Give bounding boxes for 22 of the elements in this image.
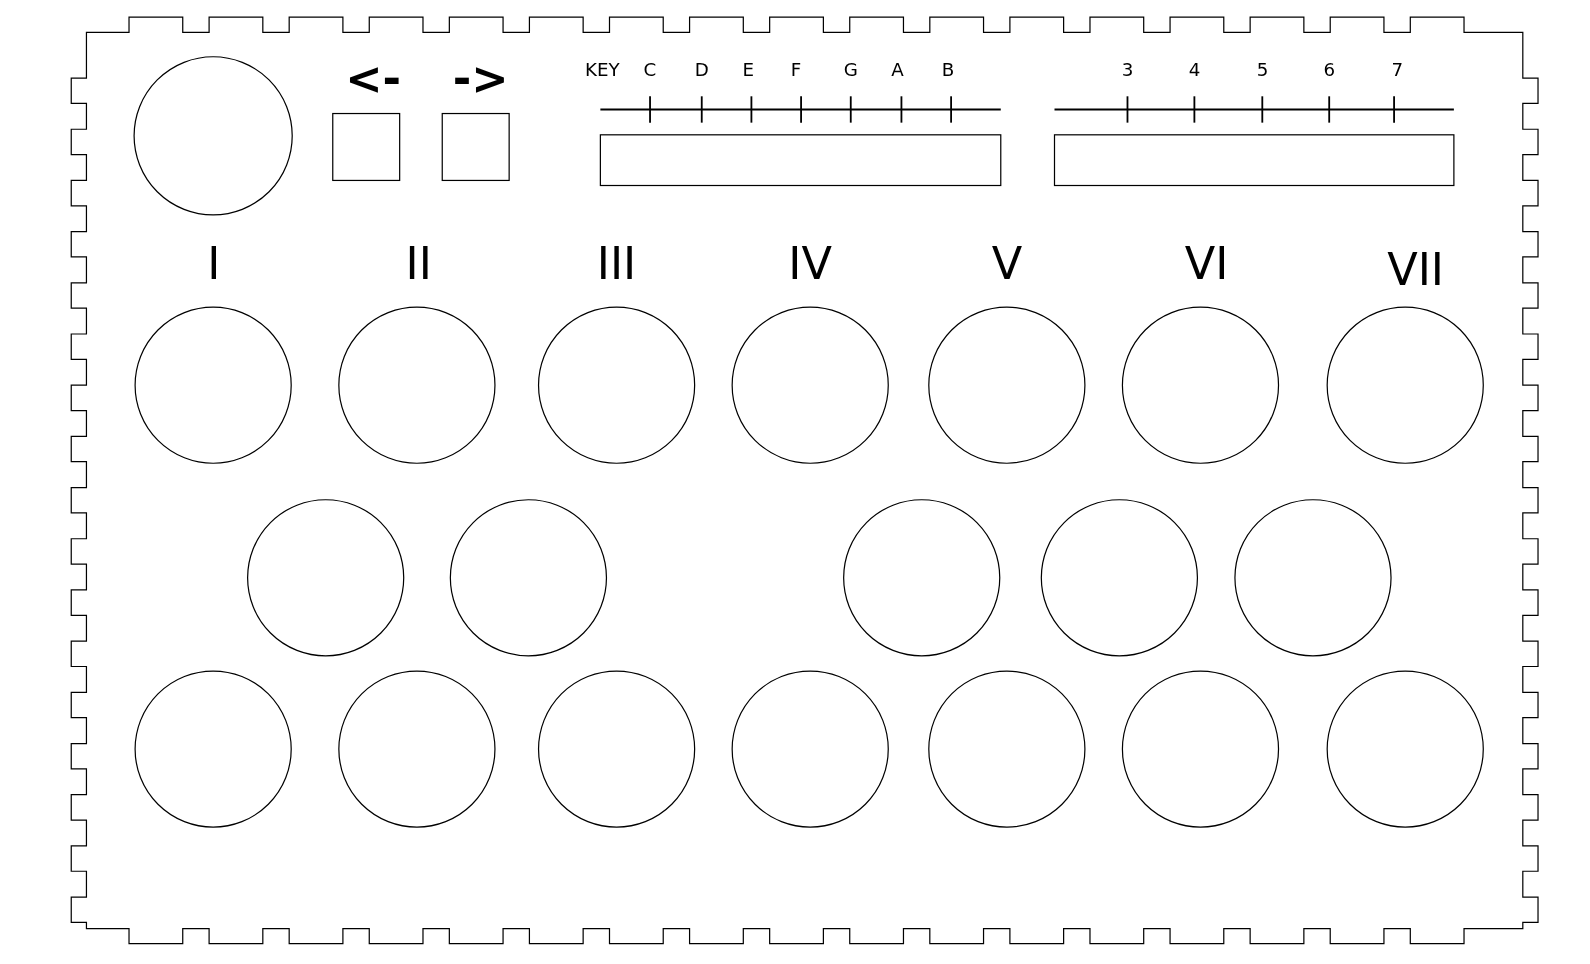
arrow-label: <-	[345, 56, 402, 102]
note-label: E	[742, 60, 755, 80]
number-label: 4	[1188, 60, 1201, 80]
note-label: C	[643, 60, 657, 80]
note-label: D	[694, 60, 709, 80]
numeral-label: III	[596, 241, 637, 286]
numeral-label: VI	[1184, 241, 1229, 286]
number-label: 5	[1256, 60, 1269, 80]
numeral-label: II	[405, 241, 432, 286]
numeral-label: V	[991, 241, 1023, 286]
numeral-label: IV	[788, 241, 833, 286]
note-label: F	[790, 60, 802, 80]
arrow-label: ->	[452, 56, 509, 102]
numeral-label: I	[207, 241, 221, 286]
number-label: 3	[1121, 60, 1134, 80]
numeral-label: VII	[1387, 247, 1444, 293]
note-label: G	[843, 60, 858, 80]
note-label: A	[891, 60, 904, 80]
number-label: 7	[1391, 60, 1404, 80]
number-label: 6	[1323, 60, 1336, 80]
note-label: B	[941, 60, 955, 80]
key-label: KEY	[585, 60, 620, 80]
